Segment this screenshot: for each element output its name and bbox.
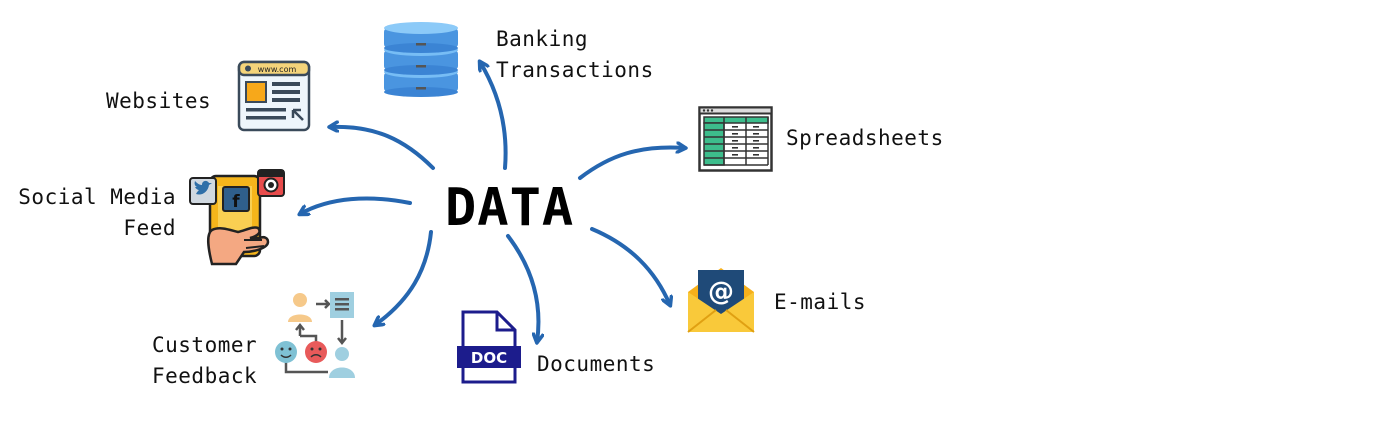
arrow-to-documents [506, 234, 538, 342]
database-icon [384, 22, 458, 97]
arrow-to-websites [330, 127, 435, 170]
label-websites: Websites [106, 89, 212, 113]
browser-window-icon: www.com [237, 60, 311, 132]
label-customer-feedback: Customer Feedback [152, 333, 258, 388]
center-data-label: DATA [445, 178, 575, 238]
arrow-to-banking [480, 62, 508, 170]
spreadsheet-icon [698, 106, 773, 172]
label-banking-transactions: Banking Transactions [496, 27, 654, 82]
label-documents: Documents [537, 352, 656, 376]
arrow-to-emails [590, 227, 670, 305]
email-envelope-icon: @ [687, 268, 755, 333]
label-social-media-feed: Social Media Feed [18, 185, 176, 240]
arrow-to-feedback [375, 230, 433, 325]
label-emails: E-mails [774, 290, 867, 314]
arrow-to-social [300, 196, 412, 214]
doc-file-icon: DOC [457, 310, 521, 384]
label-spreadsheets: Spreadsheets [786, 126, 944, 150]
email-at-symbol: @ [708, 277, 734, 307]
social-media-phone-icon: f [189, 169, 285, 266]
browser-url-text: www.com [258, 65, 297, 74]
customer-feedback-icon [275, 292, 355, 378]
svg-text:f: f [232, 192, 240, 212]
doc-badge-text: DOC [471, 349, 507, 367]
arrow-to-spreadsheets [578, 147, 685, 180]
